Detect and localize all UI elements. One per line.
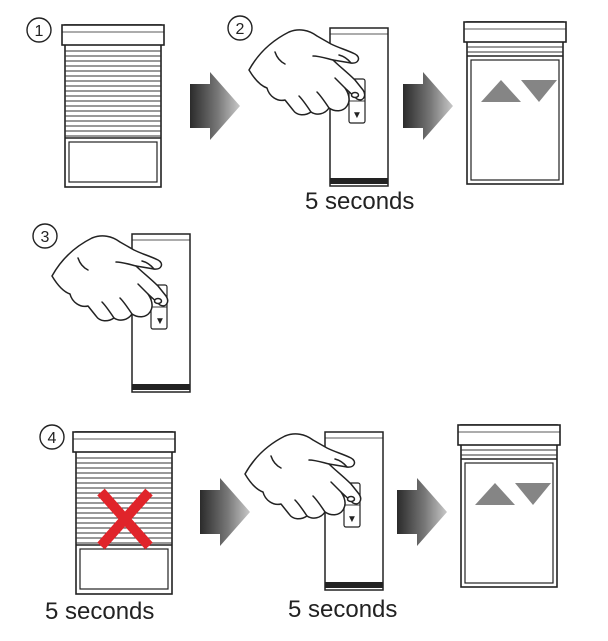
step-3-badge: 3 bbox=[32, 223, 58, 249]
arrow-right-icon bbox=[190, 72, 240, 140]
step-2-badge: 2 bbox=[227, 15, 253, 41]
shutter-open-icon bbox=[457, 424, 561, 588]
shutter-closed-icon bbox=[61, 24, 165, 188]
switch-down-symbol: ▼ bbox=[352, 110, 362, 121]
step-1-badge: 1 bbox=[26, 17, 52, 43]
step-3: 3 ▲ ▼ bbox=[32, 223, 191, 393]
step-2-duration-label: 5 seconds bbox=[305, 188, 415, 215]
step-1-number: 1 bbox=[35, 23, 44, 40]
arrow-right-icon bbox=[200, 478, 250, 546]
step-4-number: 4 bbox=[48, 430, 57, 447]
step-4-switch-duration-label: 5 seconds bbox=[288, 596, 398, 623]
switch-down-symbol: ▼ bbox=[347, 514, 357, 525]
step-2-number: 2 bbox=[236, 21, 245, 38]
switch-down-symbol: ▼ bbox=[155, 316, 165, 327]
arrow-right-icon bbox=[403, 72, 453, 140]
shutter-open-icon bbox=[463, 21, 567, 185]
step-1: 1 bbox=[26, 17, 240, 188]
step-4-shutter-duration-label: 5 seconds bbox=[45, 598, 155, 625]
step-2: 2 ▲ ▼ bbox=[227, 15, 567, 187]
step-3-number: 3 bbox=[41, 229, 50, 246]
step-4: 4 ▲ ▼ bbox=[39, 424, 561, 595]
red-x-icon bbox=[97, 488, 153, 550]
arrow-right-icon bbox=[397, 478, 447, 546]
step-4-badge: 4 bbox=[39, 424, 65, 450]
